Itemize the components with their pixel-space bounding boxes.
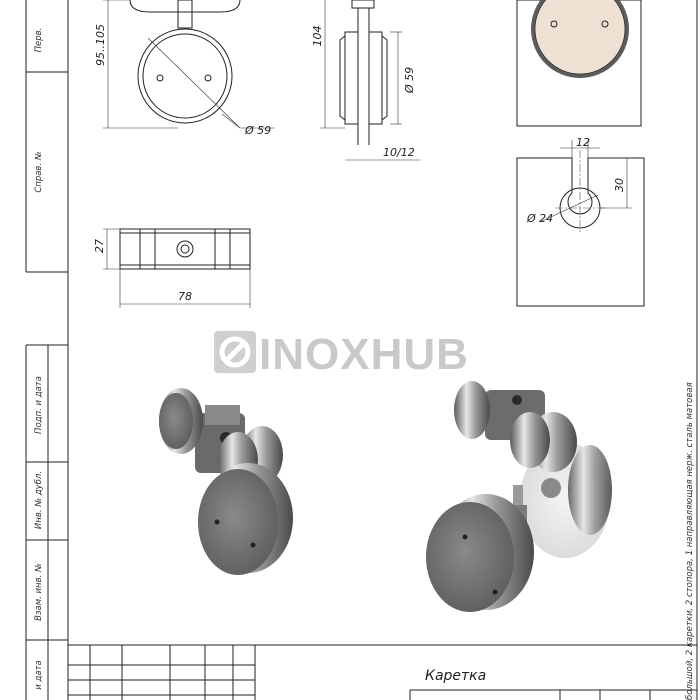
right-note: большой, 2 каретки, 2 стопора, 1 направл… [685,382,695,700]
label-vzam-inv: Взам. инв. № [34,563,44,621]
render-carriage-2 [426,381,612,612]
dim-78: 78 [178,290,192,303]
watermark: INOXHUB [214,330,469,379]
render-carriage-1 [159,388,293,575]
dim-12: 12 [576,136,590,149]
glass-panel-view [516,0,642,127]
title-block-name: Каретка [425,668,486,684]
dim-27: 27 [93,239,106,253]
dim-104: 104 [311,26,324,47]
dim-diameter-59-side: Ø 59 [403,67,416,94]
label-inv-dubl: Инв. № дубл. [34,471,44,529]
label-podp-data-1: Подп. и дата [34,376,44,434]
watermark-text: INOXHUB [259,330,469,379]
dim-diameter-24: Ø 24 [526,212,553,225]
dim-30: 30 [613,178,626,192]
label-podp-data-2: и дата [34,660,44,689]
side-view [320,0,420,161]
front-view [103,0,275,129]
top-view [103,228,251,308]
dim-95-105: 95..105 [94,24,107,66]
left-margin-frame [25,0,69,700]
label-perv: Перв. [34,28,44,53]
title-block [68,644,697,700]
glass-cutout-view [516,140,645,307]
dim-10-12: 10/12 [383,146,415,159]
label-sprav: Справ. № [34,151,44,193]
dim-diameter-59-front: Ø 59 [244,124,271,137]
